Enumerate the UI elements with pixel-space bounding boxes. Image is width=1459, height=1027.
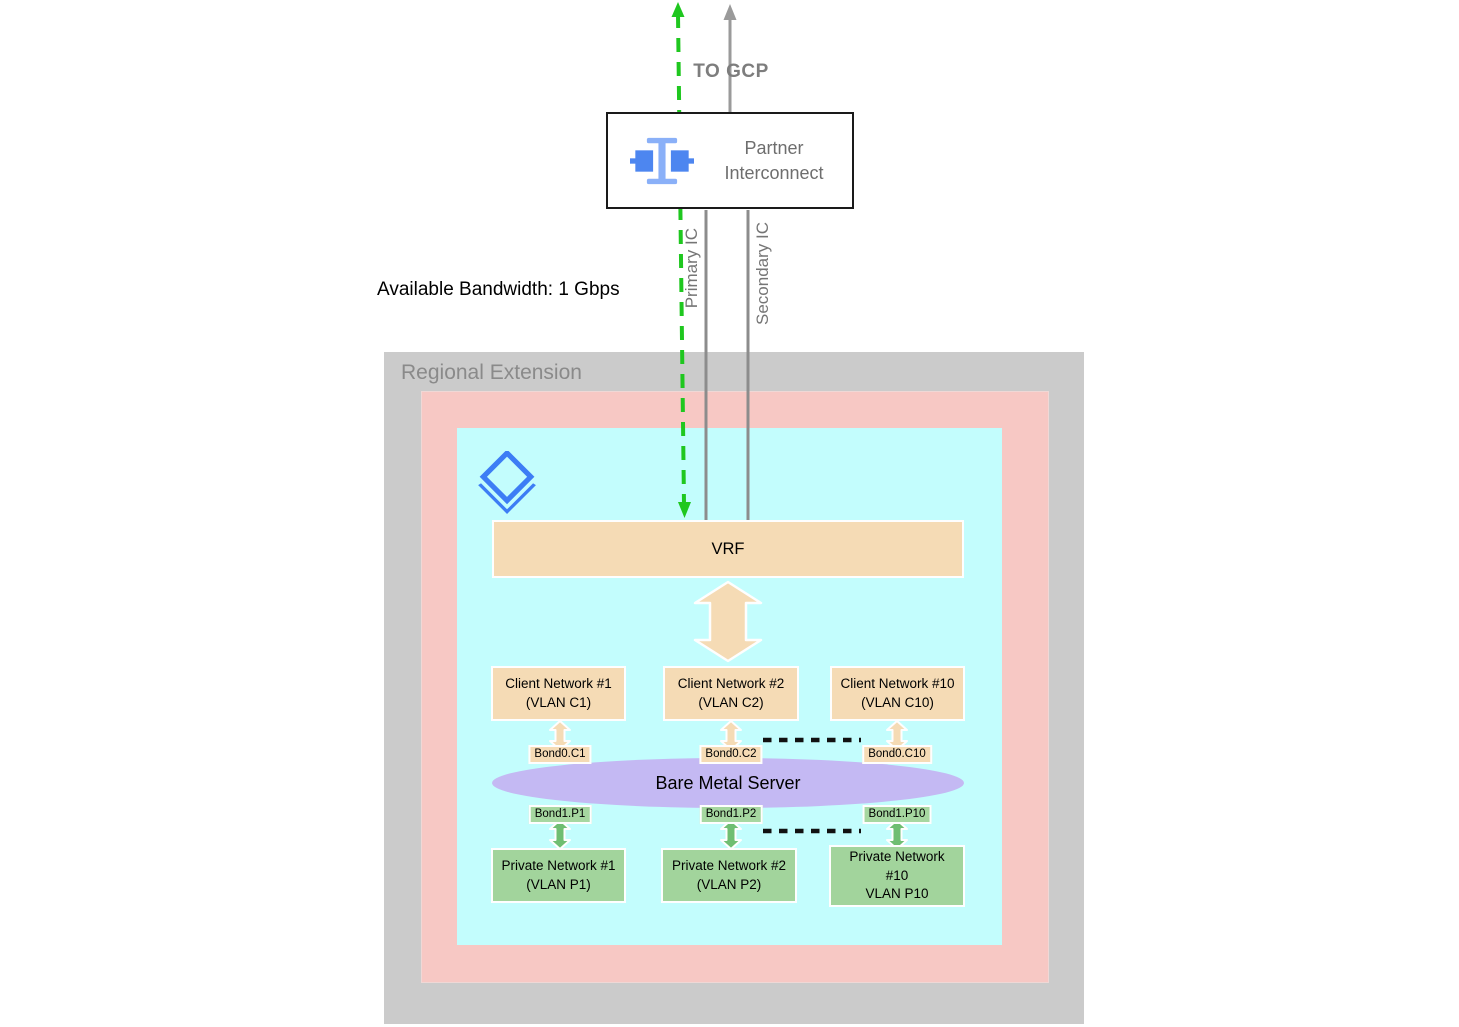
stacked-layers-icon (475, 451, 537, 514)
to-gcp-label: TO GCP (693, 61, 769, 82)
bandwidth-label: Available Bandwidth: 1 Gbps (377, 279, 620, 300)
private-network-10-box: Private Network #10 VLAN P10 (829, 845, 965, 907)
bare-metal-server-label: Bare Metal Server (655, 772, 801, 793)
regional-extension-label: Regional Extension (401, 361, 582, 384)
partner-interconnect-label: Partner Interconnect (724, 137, 824, 183)
private-network-2-box: Private Network #2 (VLAN P2) (661, 848, 797, 903)
bare-metal-server-ellipse: Bare Metal Server (492, 758, 964, 808)
green-up-arrowhead-icon (671, 2, 685, 17)
secondary-ic-label: Secondary IC (753, 222, 772, 325)
bond0-c2-tag: Bond0.C2 (699, 745, 763, 764)
bond1-p1-tag: Bond1.P1 (528, 805, 592, 824)
partner-interconnect-box: Partner Interconnect (606, 112, 854, 209)
client-network-10-box: Client Network #10 (VLAN C10) (830, 666, 965, 721)
client-network-1-box: Client Network #1 (VLAN C1) (491, 666, 626, 721)
client-network-2-box: Client Network #2 (VLAN C2) (663, 666, 799, 721)
primary-ic-label: Primary IC (682, 228, 701, 309)
vrf-label: VRF (711, 539, 745, 558)
bond0-c1-tag: Bond0.C1 (528, 745, 592, 764)
bond0-c10-tag: Bond0.C10 (862, 745, 932, 764)
interconnect-plug-icon (630, 137, 694, 184)
private-network-1-box: Private Network #1 (VLAN P1) (491, 848, 626, 903)
to-gcp-arrowhead-icon (723, 4, 737, 20)
vrf-box: VRF (492, 520, 964, 578)
bond1-p2-tag: Bond1.P2 (699, 805, 763, 824)
bond1-p10-tag: Bond1.P10 (862, 805, 932, 824)
